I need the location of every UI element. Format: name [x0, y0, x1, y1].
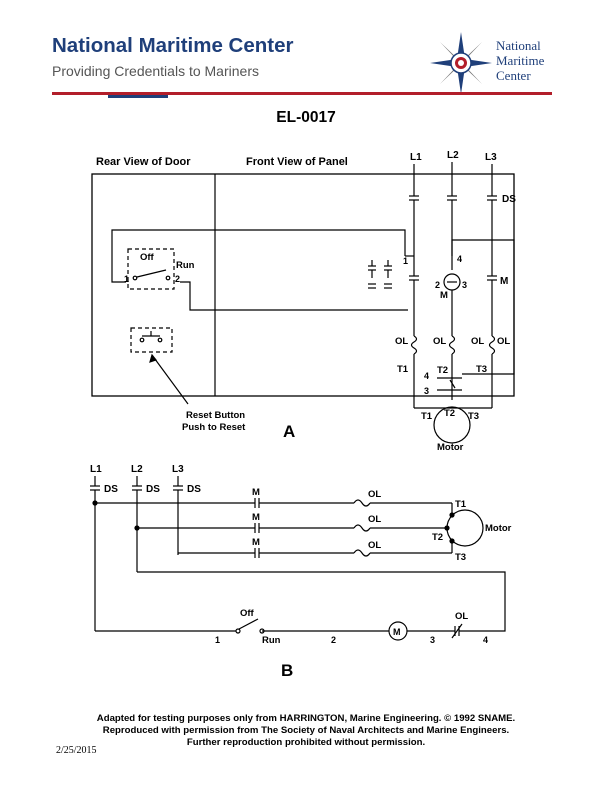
reset-button-label: Reset Button	[186, 410, 245, 421]
diagram-a: Rear View of Door Front View of Panel L1…	[91, 150, 516, 453]
svg-text:T1: T1	[397, 364, 409, 375]
front-view-heading: Front View of Panel	[246, 156, 348, 168]
svg-text:M: M	[252, 512, 260, 523]
svg-text:1: 1	[215, 635, 220, 645]
document-date: 2/25/2015	[56, 745, 97, 756]
line-label-l1: L1	[410, 152, 422, 163]
m-coil-label-a: M	[440, 290, 448, 301]
document-id: EL-0017	[276, 109, 336, 126]
logo-text: National Maritime Center	[496, 38, 545, 83]
run-label-a: Run	[176, 260, 195, 271]
svg-text:OL: OL	[368, 489, 381, 500]
svg-text:3: 3	[462, 280, 467, 290]
svg-text:4: 4	[424, 371, 429, 381]
header-subtitle: Providing Credentials to Mariners	[52, 63, 259, 79]
svg-text:T1: T1	[421, 411, 433, 422]
svg-text:2: 2	[331, 635, 336, 645]
svg-text:4: 4	[483, 635, 488, 645]
svg-text:T3: T3	[476, 364, 487, 375]
ol-contact-label-b: OL	[455, 611, 468, 622]
header-rule-accent	[108, 95, 168, 98]
svg-text:OL: OL	[497, 336, 510, 347]
m-coil-label-b: M	[393, 627, 401, 637]
line-label-l3: L3	[485, 152, 497, 163]
rear-view-heading: Rear View of Door	[96, 156, 191, 168]
svg-text:DS: DS	[187, 484, 201, 495]
svg-text:3: 3	[424, 386, 429, 396]
svg-text:L1: L1	[90, 464, 102, 475]
ds-label-a: DS	[502, 194, 516, 205]
motor-label-a: Motor	[437, 442, 464, 453]
svg-text:M: M	[252, 537, 260, 548]
svg-text:T3: T3	[468, 411, 479, 422]
svg-text:T3: T3	[455, 552, 466, 563]
header-rule	[52, 92, 552, 95]
m-label-a: M	[500, 276, 508, 287]
footer-line-2: Reproduced with permission from The Soci…	[102, 725, 510, 736]
svg-text:4: 4	[457, 254, 462, 264]
svg-text:T1: T1	[455, 499, 467, 510]
svg-text:T2: T2	[437, 365, 448, 376]
svg-text:2: 2	[435, 280, 440, 290]
svg-text:DS: DS	[104, 484, 118, 495]
svg-text:T2: T2	[432, 532, 443, 543]
off-label-b: Off	[240, 608, 255, 619]
svg-text:T2: T2	[444, 408, 455, 419]
line-label-l2: L2	[447, 150, 459, 161]
svg-text:L2: L2	[131, 464, 143, 475]
compass-rose-logo-icon	[430, 32, 492, 94]
svg-text:2: 2	[175, 274, 180, 284]
header-title: National Maritime Center	[52, 34, 294, 57]
svg-text:1: 1	[403, 256, 408, 266]
svg-text:OL: OL	[368, 514, 381, 525]
svg-text:OL: OL	[395, 336, 408, 347]
diagram-b-label: B	[281, 661, 293, 680]
motor-label-b: Motor	[485, 523, 512, 534]
svg-text:DS: DS	[146, 484, 160, 495]
diagram-b: L1 L2 L3 DS DS DS M M M OL OL	[90, 464, 512, 680]
footer-line-1: Adapted for testing purposes only from H…	[96, 713, 516, 724]
svg-text:1: 1	[124, 274, 129, 284]
svg-text:3: 3	[430, 635, 435, 645]
off-label-a: Off	[140, 252, 155, 263]
svg-text:L3: L3	[172, 464, 184, 475]
diagram-a-label: A	[283, 422, 295, 441]
run-label-b: Run	[262, 635, 281, 646]
svg-text:OL: OL	[471, 336, 484, 347]
footer-line-3: Further reproduction prohibited without …	[186, 737, 426, 748]
svg-text:M: M	[252, 487, 260, 498]
reset-instruction-label: Push to Reset	[182, 422, 246, 433]
svg-text:OL: OL	[368, 540, 381, 551]
svg-text:OL: OL	[433, 336, 446, 347]
